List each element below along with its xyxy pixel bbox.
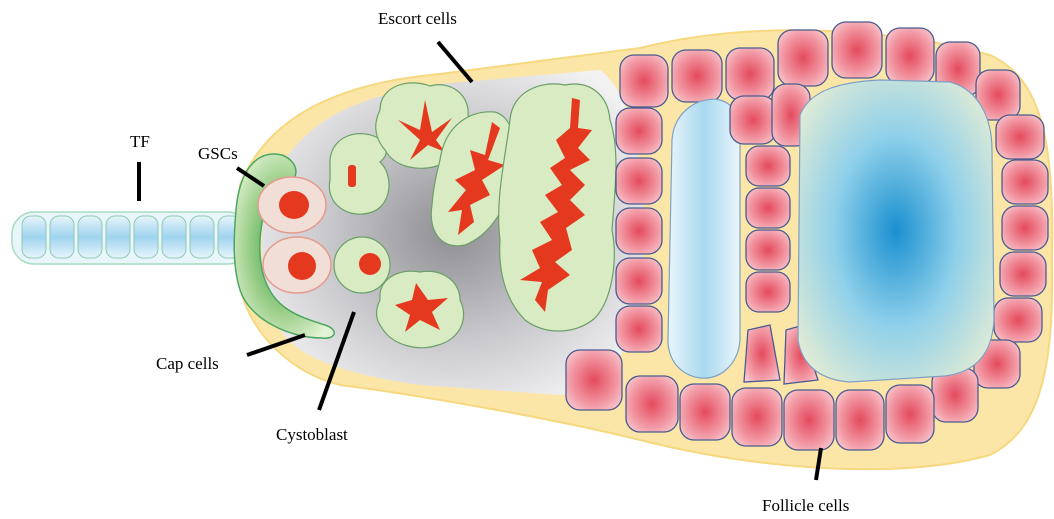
label-tf: TF bbox=[130, 132, 150, 151]
oocyte-region bbox=[798, 80, 994, 382]
label-cap-cells: Cap cells bbox=[156, 354, 219, 373]
terminal-filament bbox=[12, 212, 250, 264]
label-cystoblast: Cystoblast bbox=[276, 425, 348, 444]
label-escort-cells: Escort cells bbox=[378, 9, 457, 28]
nurse-cell-region bbox=[668, 99, 740, 378]
label-gscs: GSCs bbox=[198, 144, 238, 163]
label-follicle-cells: Follicle cells bbox=[762, 496, 849, 515]
sixteen-cell-cyst bbox=[499, 84, 616, 331]
